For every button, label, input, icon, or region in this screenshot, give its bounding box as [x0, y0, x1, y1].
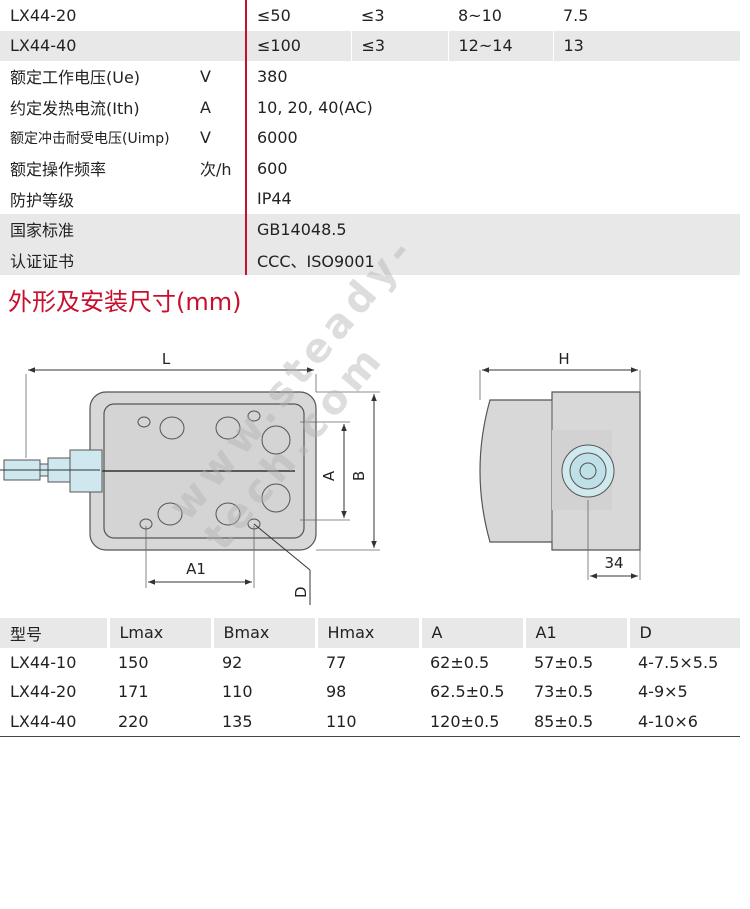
- table-cell: 4-9×5: [638, 682, 688, 702]
- table-cell: 110: [316, 706, 420, 737]
- spec-label: 防护等级: [10, 190, 75, 210]
- dim-label-H: H: [558, 350, 569, 368]
- spec-value: 7.5: [563, 5, 589, 25]
- spec-value: ≤3: [361, 5, 385, 25]
- spec-unit: [200, 0, 246, 31]
- spec-row: LX44-20 ≤50 ≤3 8~10 7.5: [0, 0, 740, 31]
- table-cell: 62.5±0.5: [430, 682, 505, 702]
- table-row: LX44-40 220 135 110 120±0.5 85±0.5 4-10×…: [0, 706, 740, 737]
- spec-row: LX44-40 ≤100 ≤3 12~14 13: [0, 30, 740, 62]
- table-cell: 171: [118, 682, 149, 702]
- spec-row: 额定工作电压(Ue) V 380: [0, 61, 740, 92]
- spec-row: 额定冲击耐受电压(Uimp) V 6000: [0, 122, 740, 153]
- spec-label: 国家标准: [0, 214, 200, 245]
- table-cell: 98: [326, 682, 347, 702]
- table-header-row: 型号 Lmax Bmax Hmax A A1 D: [0, 618, 740, 648]
- spec-value: 8~10: [458, 5, 502, 25]
- table-cell: 110: [222, 682, 253, 702]
- spec-label: 额定冲击耐受电压(Uimp): [10, 130, 170, 147]
- table-cell: 73±0.5: [534, 682, 594, 702]
- table-header: 型号: [0, 618, 108, 648]
- spec-unit: A: [200, 97, 211, 117]
- dim-label-34: 34: [604, 554, 623, 572]
- table-header: Lmax: [106, 618, 212, 648]
- table-cell: LX44-40: [0, 706, 108, 737]
- table-cell: 4-10×6: [628, 706, 740, 737]
- spec-unit: 次/h: [200, 160, 232, 180]
- table-row: LX44-10 150 92 77 62±0.5 57±0.5 4-7.5×5.…: [0, 648, 740, 678]
- spec-value: 6000: [245, 122, 740, 153]
- table-header: D: [626, 618, 740, 648]
- side-view: H 34: [479, 350, 641, 580]
- spec-value: CCC、ISO9001: [245, 244, 740, 276]
- spec-value: 12~14: [447, 30, 553, 62]
- spec-row: 国家标准 GB14048.5: [0, 214, 740, 245]
- spec-value: 380: [245, 61, 740, 92]
- table-cell: 57±0.5: [534, 652, 594, 672]
- table-cell: 4-7.5×5.5: [638, 652, 719, 672]
- spec-label: 额定工作电压(Ue): [10, 68, 141, 88]
- spec-table: LX44-20 ≤50 ≤3 8~10 7.5 LX44-40 ≤100 ≤3 …: [0, 0, 740, 276]
- dimensions-table: 型号 Lmax Bmax Hmax A A1 D LX44-10 150 92 …: [0, 618, 740, 737]
- spec-unit: [200, 214, 246, 245]
- table-cell: 150: [118, 652, 149, 672]
- spec-value: 10, 20, 40(AC): [245, 91, 740, 123]
- spec-value: ≤3: [350, 30, 448, 62]
- spec-unit: V: [200, 66, 211, 86]
- table-cell: 120±0.5: [420, 706, 524, 737]
- table-cell: 77: [326, 652, 347, 672]
- spec-value: ≤50: [245, 0, 351, 31]
- spec-value: GB14048.5: [245, 214, 740, 245]
- spec-row: 防护等级 IP44: [0, 183, 740, 215]
- spec-unit: [200, 30, 246, 62]
- table-cell: 220: [108, 706, 212, 737]
- table-row: LX44-20 171 110 98 62.5±0.5 73±0.5 4-9×5: [0, 677, 740, 707]
- front-view: L A B A1 D: [0, 350, 380, 605]
- table-header: Hmax: [314, 618, 420, 648]
- spec-label: 约定发热电流(Ith): [10, 99, 140, 119]
- spec-label: LX44-20: [10, 5, 77, 25]
- spec-value: IP44: [245, 183, 740, 215]
- table-cell: LX44-20: [10, 682, 77, 702]
- spec-row: 认证证书 CCC、ISO9001: [0, 244, 740, 276]
- spec-unit: V: [200, 128, 211, 148]
- spec-value: ≤100: [245, 30, 351, 62]
- dimension-drawing: L A B A1 D H 34: [0, 350, 641, 605]
- dim-label-D: D: [292, 586, 310, 598]
- dim-label-B: B: [350, 471, 368, 481]
- spec-row: 额定操作频率 次/h 600: [0, 152, 740, 184]
- table-cell: 92: [222, 652, 243, 672]
- table-cell: LX44-10: [10, 652, 77, 672]
- table-cell: 85±0.5: [524, 706, 628, 737]
- spec-label: 额定操作频率: [10, 160, 107, 180]
- table-header: A1: [522, 618, 628, 648]
- spec-value: 13: [552, 30, 740, 62]
- table-cell: 135: [212, 706, 316, 737]
- spec-label: LX44-40: [0, 30, 200, 62]
- spec-unit: [200, 184, 246, 215]
- spec-label: 认证证书: [0, 244, 200, 276]
- spec-unit: [200, 244, 246, 276]
- dim-label-L: L: [162, 350, 171, 368]
- table-header: A: [418, 618, 524, 648]
- spec-row: 约定发热电流(Ith) A 10, 20, 40(AC): [0, 91, 740, 123]
- table-header: Bmax: [210, 618, 316, 648]
- dim-label-A1: A1: [186, 560, 206, 578]
- section-title: 外形及安装尺寸(mm): [8, 288, 242, 316]
- dim-label-A: A: [320, 470, 338, 481]
- table-cell: 62±0.5: [430, 652, 490, 672]
- spec-value: 600: [245, 152, 740, 184]
